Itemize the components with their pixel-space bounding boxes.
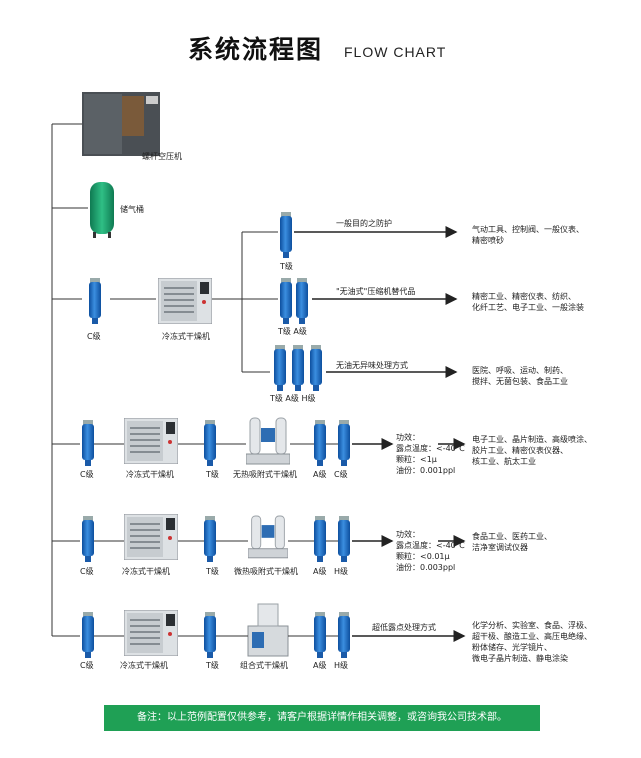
branch2-filter-label: T级 A级 <box>278 327 307 336</box>
row1-c-filter-label: C级 <box>87 332 101 341</box>
row2-label-dryer: 冷冻式干燥机 <box>126 470 174 479</box>
row3-label-c: C级 <box>80 567 94 576</box>
row3-spec-1: 露点温度：<-40℃ <box>396 541 465 550</box>
branch1-apps: 气动工具、控制阀、一般仪表、 精密喷砂 <box>472 225 584 245</box>
row2-spec-0: 功效： <box>396 433 420 442</box>
row2-spec-1: 露点温度：<-40℃ <box>396 444 465 453</box>
row2-label-c: C级 <box>80 470 94 479</box>
row4-label-c: C级 <box>80 661 94 670</box>
footer-note: 备注：以上范例配置仅供参考，请客户根据详情作相关调整，或咨询我公司技术部。 <box>104 705 540 731</box>
row2-label-adsorb: 无热吸附式干燥机 <box>233 470 297 479</box>
row3-spec-0: 功效： <box>396 530 420 539</box>
row4-label-h: H级 <box>334 661 349 670</box>
branch1-filter-label: T级 <box>280 262 293 271</box>
branch2-desc: "无油式"压缩机替代品 <box>336 287 416 296</box>
row4-label-t: T级 <box>206 661 219 670</box>
screw-compressor-image <box>82 92 160 156</box>
branch2-apps: 精密工业、精密仪表、纺织、 化纤工艺、电子工业、一般涂装 <box>472 292 584 312</box>
air-tank-image <box>90 182 114 238</box>
row2-spec-3: 油份：0.001ppl <box>396 466 456 475</box>
tank-label: 储气桶 <box>120 205 144 214</box>
row4-label-dryer: 冷冻式干燥机 <box>120 661 168 670</box>
row3-apps: 食品工业、医药工业、 洁净室调试仪器 <box>472 532 552 552</box>
compressor-label: 螺杆空压机 <box>142 152 182 161</box>
page-subtitle: FLOW CHART <box>344 44 447 60</box>
row3-label-adsorb: 微热吸附式干燥机 <box>234 567 298 576</box>
page-title: 系统流程图 <box>188 35 324 64</box>
row4-label-combo: 组合式干燥机 <box>240 661 288 670</box>
branch3-apps: 医院、呼吸、运动、制药、 搅拌、无菌包装、食品工业 <box>472 366 568 386</box>
row3-label-t: T级 <box>206 567 219 576</box>
row3-label-a: A级 <box>313 567 327 576</box>
row2-label-a: A级 <box>313 470 327 479</box>
row4-apps: 化学分析、实验室、食品、浮极、 超干极、酿造工业、高压电绝缘、 粉体储存、光学镜… <box>472 621 592 663</box>
row3-spec-3: 油份：0.003ppl <box>396 563 456 572</box>
branch1-desc: 一般目的之防护 <box>336 219 392 228</box>
row4-label-a: A级 <box>313 661 327 670</box>
row2-label-c2: C级 <box>334 470 348 479</box>
row3-label-dryer: 冷冻式干燥机 <box>122 567 170 576</box>
row3-spec-2: 颗粒：<0.01μ <box>396 552 450 561</box>
row3-label-h: H级 <box>334 567 349 576</box>
row2-label-t: T级 <box>206 470 219 479</box>
row2-apps: 电子工业、晶片制造、高级喷涂、 胶片工业、精密仪表仪器、 核工业、航太工业 <box>472 435 592 466</box>
row4-desc: 超低露点处理方式 <box>372 623 436 632</box>
row1-dryer-label: 冷冻式干燥机 <box>162 332 210 341</box>
branch3-filter-label: T级 A级 H级 <box>270 394 316 403</box>
row2-spec-2: 颗粒：<1μ <box>396 455 437 464</box>
branch3-desc: 无油无异味处理方式 <box>336 361 408 370</box>
